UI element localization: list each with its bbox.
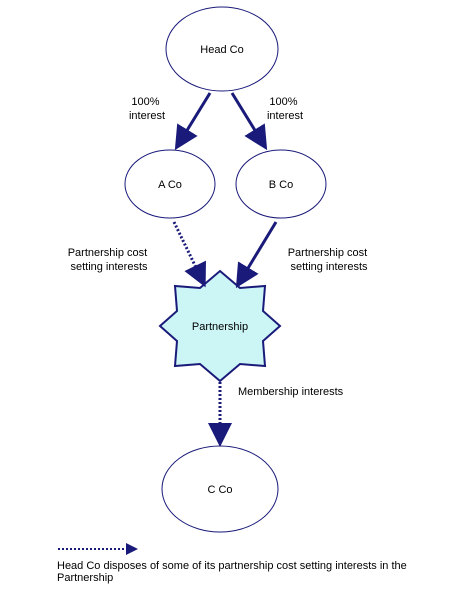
edge-b-co-to-partnership [235, 221, 278, 289]
edge-label-a-co-to-partnership-line2: setting interests [70, 261, 148, 273]
node-b-co: B Co [235, 149, 327, 219]
a-co-ellipse [124, 149, 216, 219]
edge-label-a-co-to-partnership: Partnership cost setting interests [68, 247, 151, 273]
b-co-ellipse [235, 149, 327, 219]
head-co-ellipse [165, 6, 279, 92]
edge-label-b-co-to-partnership-line2: setting interests [290, 261, 368, 273]
head-co-label: Head Co [200, 44, 243, 56]
b-co-label: B Co [269, 179, 293, 191]
node-head-co: Head Co [165, 6, 279, 92]
edge-label-head-to-a-co-line1: 100% [131, 96, 159, 108]
a-co-label: A Co [158, 179, 182, 191]
c-co-label: C Co [207, 484, 232, 496]
edge-label-partnership-to-c-co: Membership interests [238, 386, 344, 398]
partnership-label: Partnership [192, 321, 248, 333]
edge-head-to-b-co [230, 92, 268, 151]
legend-text: Head Co disposes of some of its partners… [57, 560, 407, 584]
edge-a-co-to-partnership [172, 221, 206, 288]
edge-label-a-co-to-partnership-line1: Partnership cost [68, 247, 147, 259]
edge-head-to-a-co [174, 92, 212, 151]
edge-label-head-to-a-co-line2: interest [129, 110, 165, 122]
node-partnership: Partnership [158, 269, 282, 383]
partnership-star [158, 269, 282, 383]
edge-label-b-co-to-partnership-line1: Partnership cost [288, 247, 367, 259]
edge-label-head-to-a-co: 100% interest [129, 96, 165, 122]
node-c-co: C Co [161, 445, 279, 533]
edge-label-b-co-to-partnership: Partnership cost setting interests [288, 247, 371, 273]
node-a-co: A Co [124, 149, 216, 219]
edge-label-head-to-b-co-line1: 100% [269, 96, 297, 108]
edge-label-head-to-b-co-line2: interest [267, 110, 303, 122]
edge-label-head-to-b-co: 100% interest [267, 96, 303, 122]
